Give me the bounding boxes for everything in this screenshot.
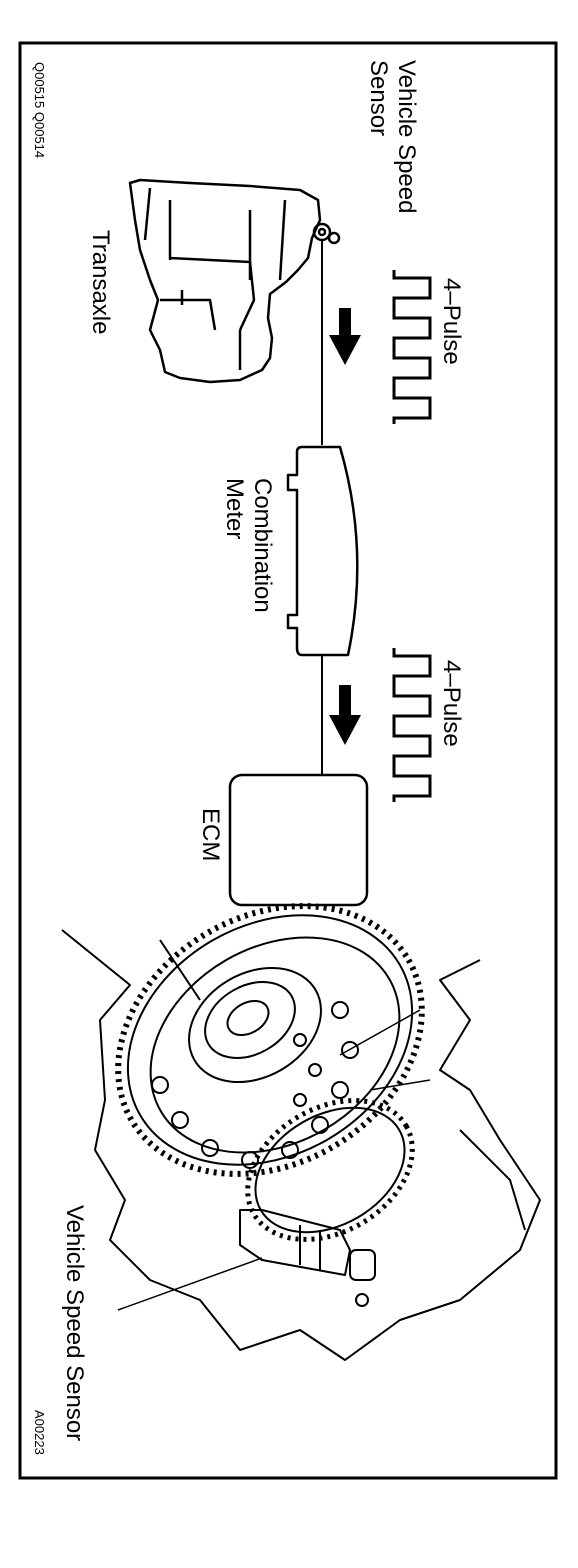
signal-arrow-2 [329, 685, 361, 745]
figure-code-top: Q00515 Q00514 [32, 62, 47, 159]
ecm-box [228, 773, 369, 907]
diagram-border [18, 41, 558, 1480]
vehicle-speed-sensor-bottom-label: Vehicle Speed Sensor [61, 1205, 88, 1442]
combination-meter-box [286, 445, 359, 657]
ecm-label: ECM [197, 808, 224, 862]
combination-meter-label-line1: Combination [249, 478, 276, 613]
signal-arrow-1 [329, 308, 361, 365]
pulse-waveform-1 [392, 270, 432, 424]
differential-gear-illustration [61, 903, 541, 1361]
combination-meter-label-line2: Meter [221, 478, 248, 540]
pulse-label-1: 4–Pulse [438, 278, 465, 365]
transaxle-illustration [128, 178, 322, 384]
figure-code-bottom: A00223 [32, 1410, 47, 1455]
vehicle-speed-sensor-label-line1: Vehicle Speed [393, 60, 420, 214]
vehicle-speed-sensor-label-line2: Sensor [365, 60, 392, 137]
transaxle-label: Transaxle [87, 230, 114, 335]
pulse-waveform-2 [392, 648, 432, 802]
pulse-label-2: 4–Pulse [438, 660, 465, 747]
